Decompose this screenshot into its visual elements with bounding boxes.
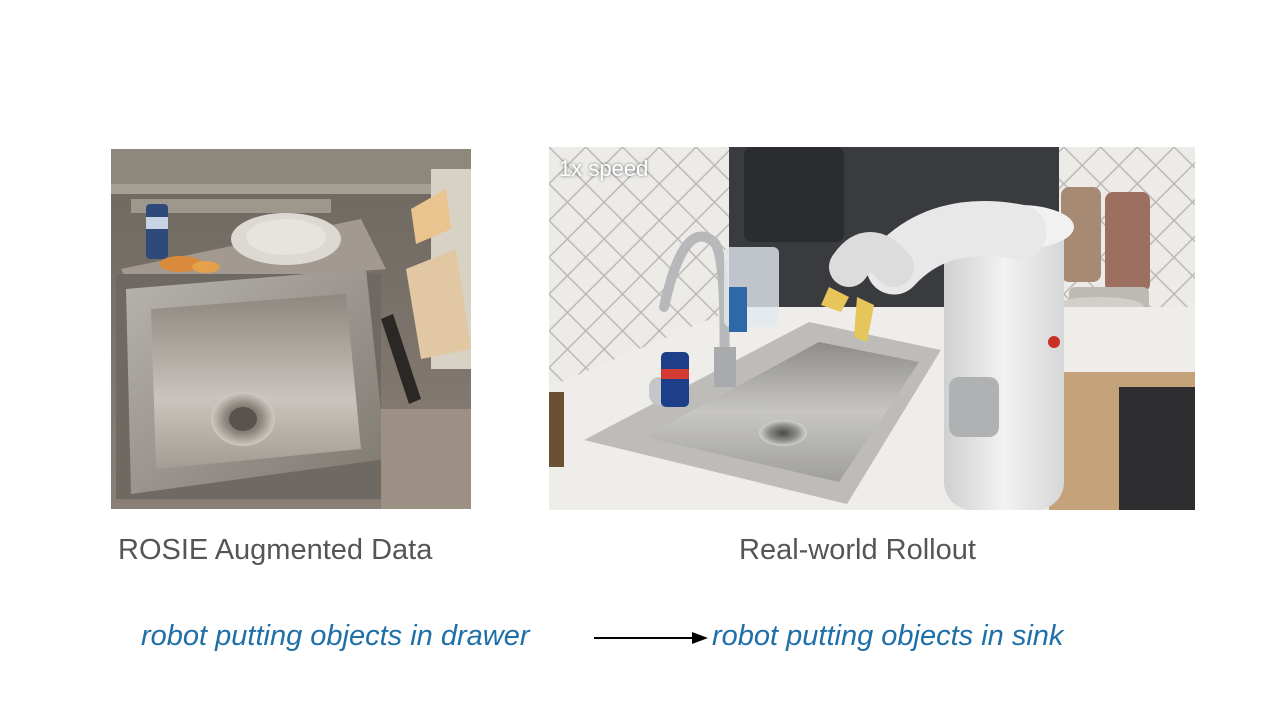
real-world-rollout-image: 1x speed [549, 147, 1195, 510]
source-instruction: robot putting objects in drawer [141, 620, 530, 652]
rollout-caption: Real-world Rollout [739, 534, 976, 566]
augmented-data-caption: ROSIE Augmented Data [118, 534, 433, 566]
playback-speed-label: 1x speed [559, 156, 649, 181]
right-arrow-icon [594, 632, 708, 644]
augmented-data-image [111, 149, 471, 509]
target-instruction: robot putting objects in sink [712, 620, 1064, 652]
